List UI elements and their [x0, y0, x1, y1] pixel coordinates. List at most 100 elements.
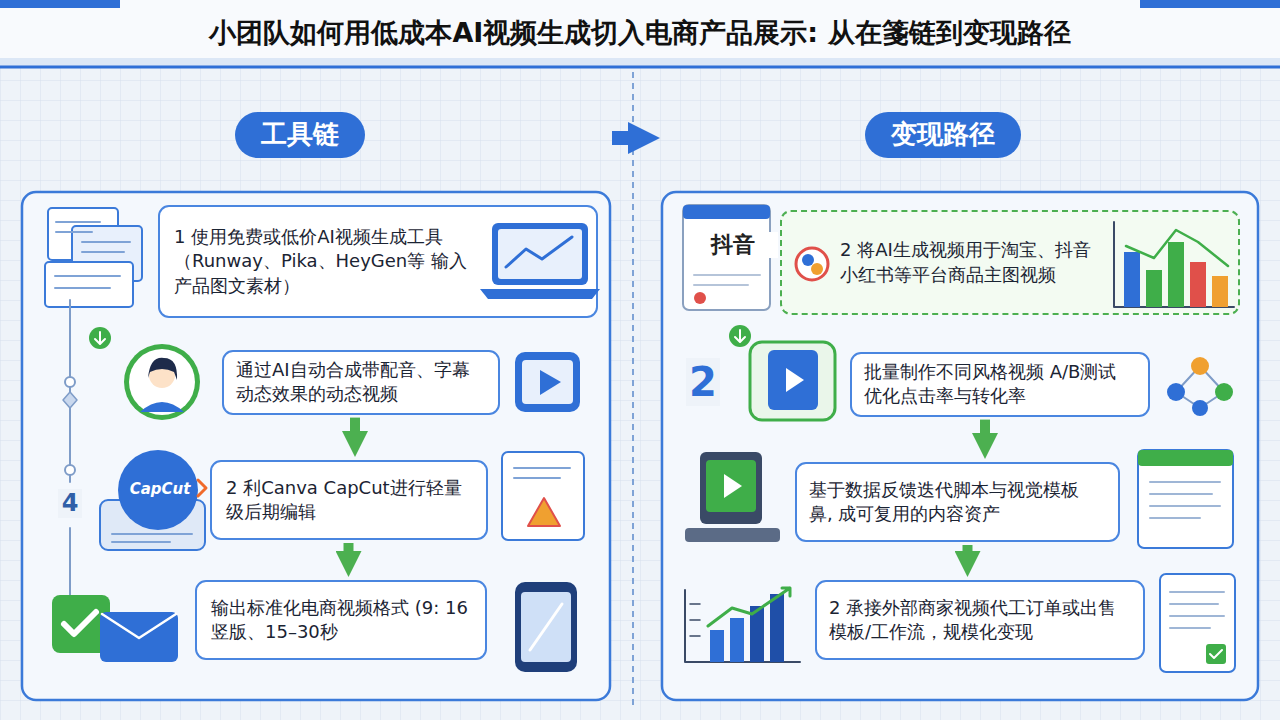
process-box: 2 利Canva CapCut进行轻量 级后期编辑: [210, 460, 488, 540]
logo-arrow: [198, 480, 206, 496]
box-text: 基于数据反馈迭代脚本与视觉模板 鼻, 成可复用的内容资产: [809, 478, 1106, 527]
window-lines: [1150, 482, 1220, 518]
step-arrow: [980, 420, 990, 433]
envelope-icon: [100, 612, 178, 662]
title-stripe: [0, 0, 120, 8]
document-lines: [514, 468, 570, 478]
video-card-screen: [768, 350, 818, 410]
title: 小团队如何用低成本AI视频生成切入电商产品展示: 从在箋链到变现路径: [209, 15, 1070, 51]
chart-axis: [1114, 222, 1234, 307]
check-mark: [1210, 650, 1222, 658]
app-name: 抖音: [688, 232, 778, 258]
logo-text: CapCut: [118, 480, 202, 498]
network-node: [1215, 383, 1233, 401]
chart-bar: [1190, 262, 1206, 307]
box-text: 输出标准化电商视频格式 (9: 16竖版、15–30秒: [211, 596, 471, 645]
laptop-screen: [498, 229, 582, 279]
box-text: 2 利Canva CapCut进行轻量 级后期编辑: [226, 476, 472, 525]
chart-trend: [708, 588, 790, 626]
video-card: [750, 342, 835, 420]
step-badge: [729, 325, 751, 347]
step-arrow: [963, 545, 973, 551]
step-number: 4: [58, 489, 82, 518]
app-logo: [796, 248, 828, 280]
document-lines: [55, 222, 130, 288]
chart-bar: [1212, 276, 1228, 307]
chart-trend: [1126, 230, 1228, 266]
app-logo: [802, 254, 814, 266]
app-card-header: [683, 205, 770, 219]
panel: 工具链 1 使用免费或低价AI视频生成工具 （Runway、Pika、HeyGen…: [22, 105, 610, 700]
title-rule: [0, 66, 1280, 69]
chart-bar: [1124, 252, 1140, 307]
laptop-icon: [492, 223, 588, 285]
app-card-lines: [694, 275, 760, 285]
title-stripe: [1140, 0, 1280, 8]
check-icon: [1206, 644, 1226, 664]
document-lines: [1170, 592, 1224, 628]
process-box: 批量制作不同风格视频 A/B测试 优化点击率与转化率: [850, 352, 1150, 417]
screen-chart: [506, 237, 572, 267]
check-mark: [64, 612, 96, 634]
network-node: [1192, 400, 1208, 416]
avatar-ground: [129, 349, 195, 415]
flow-arrow: [612, 131, 628, 145]
box-text: 2 将AI生成视频用于淘宝、抖音 小红书等平台商品主图视频: [840, 238, 1098, 287]
box-text: 2 承接外部商家视频代工订单或出售 模板/工作流，规模化变现: [829, 596, 1131, 645]
process-box: 通过AI自动合成带配音、字幕 动态效果的动态视频: [222, 350, 500, 415]
warning-triangle: [528, 498, 560, 526]
timeline-dot: [65, 377, 75, 387]
step-arrow: [350, 418, 360, 431]
step-arrow: [344, 543, 354, 551]
laptop-base: [480, 289, 600, 299]
avatar-circle: [124, 344, 200, 420]
document-icon: [502, 452, 584, 540]
window-header: [1138, 450, 1233, 466]
divider-line: [632, 72, 634, 705]
laptop-icon: [700, 452, 762, 524]
document-icon: [1160, 574, 1235, 672]
chart-bar: [1146, 270, 1162, 307]
panel-heading: 变现路径: [865, 112, 1021, 158]
phone-glare: [530, 604, 562, 650]
title-stripe: [0, 58, 1280, 66]
title-band: [0, 0, 1280, 68]
step-number: 2: [686, 358, 720, 406]
window-icon: [1138, 450, 1233, 548]
app-card-dot: [694, 292, 706, 304]
chart-bar: [770, 594, 784, 662]
envelope-flap: [102, 614, 176, 638]
phone-icon: [515, 582, 577, 672]
step-badge-arrow: [95, 332, 105, 344]
process-box: 输出标准化电商视频格式 (9: 16竖版、15–30秒: [195, 580, 487, 660]
timeline-diamond: [63, 392, 77, 408]
chart-ticks: [690, 604, 700, 636]
process-box: 2 承接外部商家视频代工订单或出售 模板/工作流，规模化变现: [815, 580, 1145, 660]
document-icon: [45, 262, 133, 307]
chart-axis: [685, 590, 800, 662]
box-text: 1 使用免费或低价AI视频生成工具 （Runway、Pika、HeyGen等 输…: [174, 225, 468, 298]
play-symbol: [540, 370, 561, 395]
laptop-base: [685, 528, 780, 542]
chart-bar: [730, 618, 744, 662]
panel-frame: [662, 192, 1258, 700]
chart-bar: [710, 630, 724, 662]
process-box: 1 使用免费或低价AI视频生成工具 （Runway、Pika、HeyGen等 输…: [158, 205, 598, 318]
timeline-dot: [65, 465, 75, 475]
panel-heading: 工具链: [235, 112, 365, 158]
process-box: 基于数据反馈迭代脚本与视觉模板 鼻, 成可复用的内容资产: [795, 462, 1120, 542]
network-node: [1167, 383, 1185, 401]
panel: 变现路径 2 将AI生成视频用于淘宝、抖音 小红书等平台商品主图视频批量制作不同风…: [662, 105, 1258, 700]
step-badge-arrow: [735, 330, 745, 342]
laptop-screen: [706, 460, 756, 512]
play-symbol: [786, 368, 804, 392]
video-icon: [522, 360, 573, 404]
panel-frame: [22, 192, 610, 700]
step-badge: [89, 327, 111, 349]
phone-screen: [521, 592, 571, 662]
avatar-body: [140, 402, 184, 412]
process-box: 2 将AI生成视频用于淘宝、抖音 小红书等平台商品主图视频: [780, 210, 1240, 315]
play-symbol: [724, 474, 742, 498]
box-text: 批量制作不同风格视频 A/B测试 优化点击率与转化率: [864, 360, 1136, 409]
